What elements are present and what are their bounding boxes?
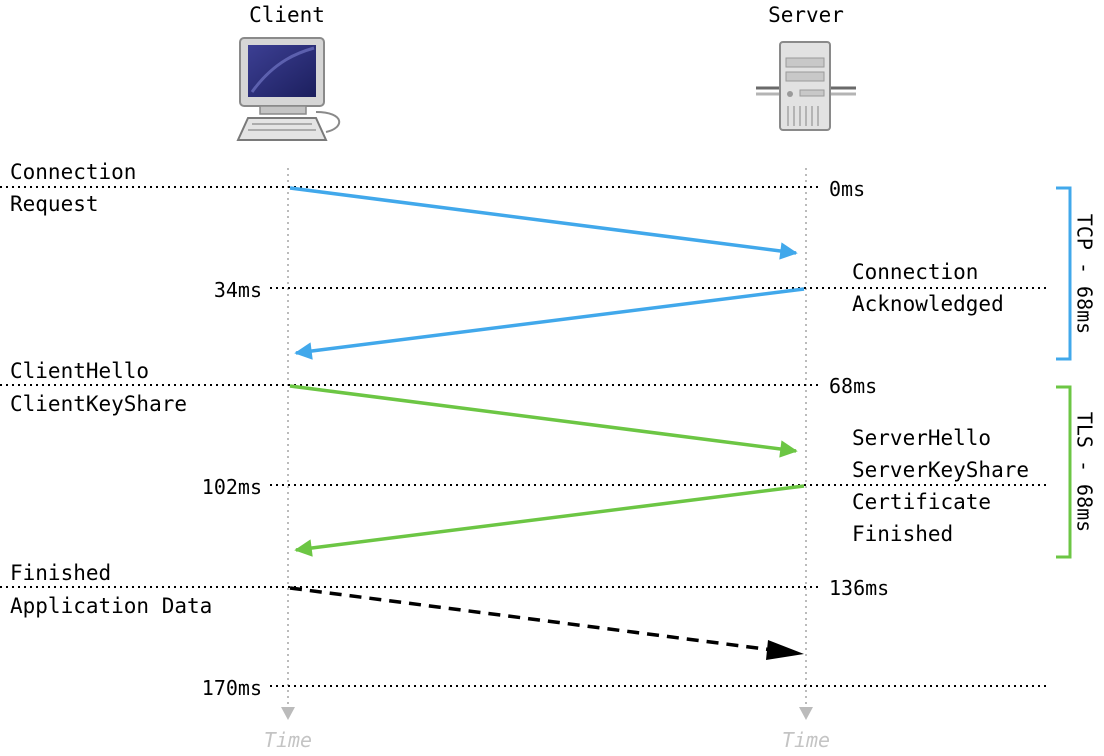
timestamp-102ms: 102ms	[202, 475, 262, 499]
connection-ack-label-1: Connection	[852, 260, 978, 284]
client-finished-label: Finished	[10, 561, 111, 585]
desktop-computer-icon	[236, 37, 341, 141]
server-hello-arrow	[294, 484, 805, 557]
timestamp-68ms: 68ms	[829, 374, 877, 398]
connection-request-arrow	[289, 186, 798, 260]
connection-ack-arrow	[294, 287, 805, 360]
server-tower-icon	[756, 41, 856, 131]
server-finished-label: Finished	[852, 522, 953, 546]
client-label: Client	[249, 3, 325, 27]
timestamp-170ms: 170ms	[202, 676, 262, 700]
server-timeline-arrow	[799, 707, 813, 720]
client-time-label: Time	[264, 728, 312, 752]
connection-request-label-2: Request	[10, 192, 99, 216]
timestamp-34ms: 34ms	[214, 278, 262, 302]
server-key-share-label: ServerKeyShare	[852, 458, 1029, 482]
connection-request-label-1: Connection	[10, 160, 136, 184]
timestamp-0ms: 0ms	[829, 177, 865, 201]
server-hello-label: ServerHello	[852, 426, 991, 450]
tls-phase-bracket	[1056, 385, 1072, 559]
client-hello-arrow	[289, 384, 798, 458]
application-data-arrow	[289, 586, 797, 655]
tls-phase-label: TLS - 68ms	[1073, 412, 1097, 532]
client-key-share-label: ClientKeyShare	[10, 392, 187, 416]
application-data-label: Application Data	[10, 594, 212, 618]
server-time-label: Time	[782, 728, 830, 752]
client-timeline-arrow	[281, 707, 295, 720]
tcp-phase-label: TCP - 68ms	[1073, 214, 1097, 334]
server-label: Server	[768, 3, 844, 27]
timestamp-136ms: 136ms	[829, 576, 889, 600]
connection-ack-label-2: Acknowledged	[852, 292, 1004, 316]
tcp-phase-bracket	[1056, 186, 1072, 361]
certificate-label: Certificate	[852, 490, 991, 514]
client-hello-label: ClientHello	[10, 359, 149, 383]
application-data-arrowhead	[766, 640, 804, 660]
